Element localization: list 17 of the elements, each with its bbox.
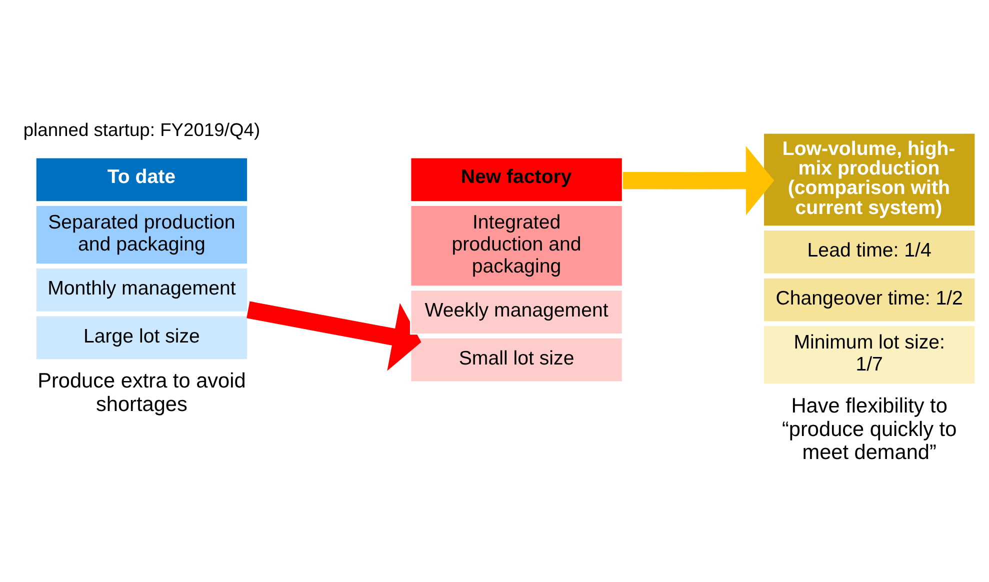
node-box: To date [35, 156, 248, 202]
node-label: Produce extra to avoid shortages [38, 368, 246, 416]
arrow [246, 300, 422, 370]
node-box: Weekly management [410, 288, 624, 334]
node-box: New factory [410, 156, 624, 202]
node-box: Changeover time: 1/2 [762, 276, 976, 322]
node-box: Monthly management [35, 266, 248, 312]
label: planned startup: FY2019/Q4) [23, 118, 260, 140]
node-box: Integrated production and packaging [410, 204, 624, 286]
node-box: Separated production and packaging [35, 204, 248, 264]
node-label: Have flexibility to “produce quickly to meet demand” [782, 394, 957, 464]
node-box: Lead time: 1/4 [762, 228, 976, 274]
node-box: Small lot size [410, 336, 624, 382]
node-box: Minimum lot size: 1/7 [762, 324, 976, 384]
node-box: Low-volume, high-mix production (comparison with current system) [762, 132, 976, 226]
arrow [622, 146, 774, 215]
node-box: Large lot size [35, 314, 248, 360]
